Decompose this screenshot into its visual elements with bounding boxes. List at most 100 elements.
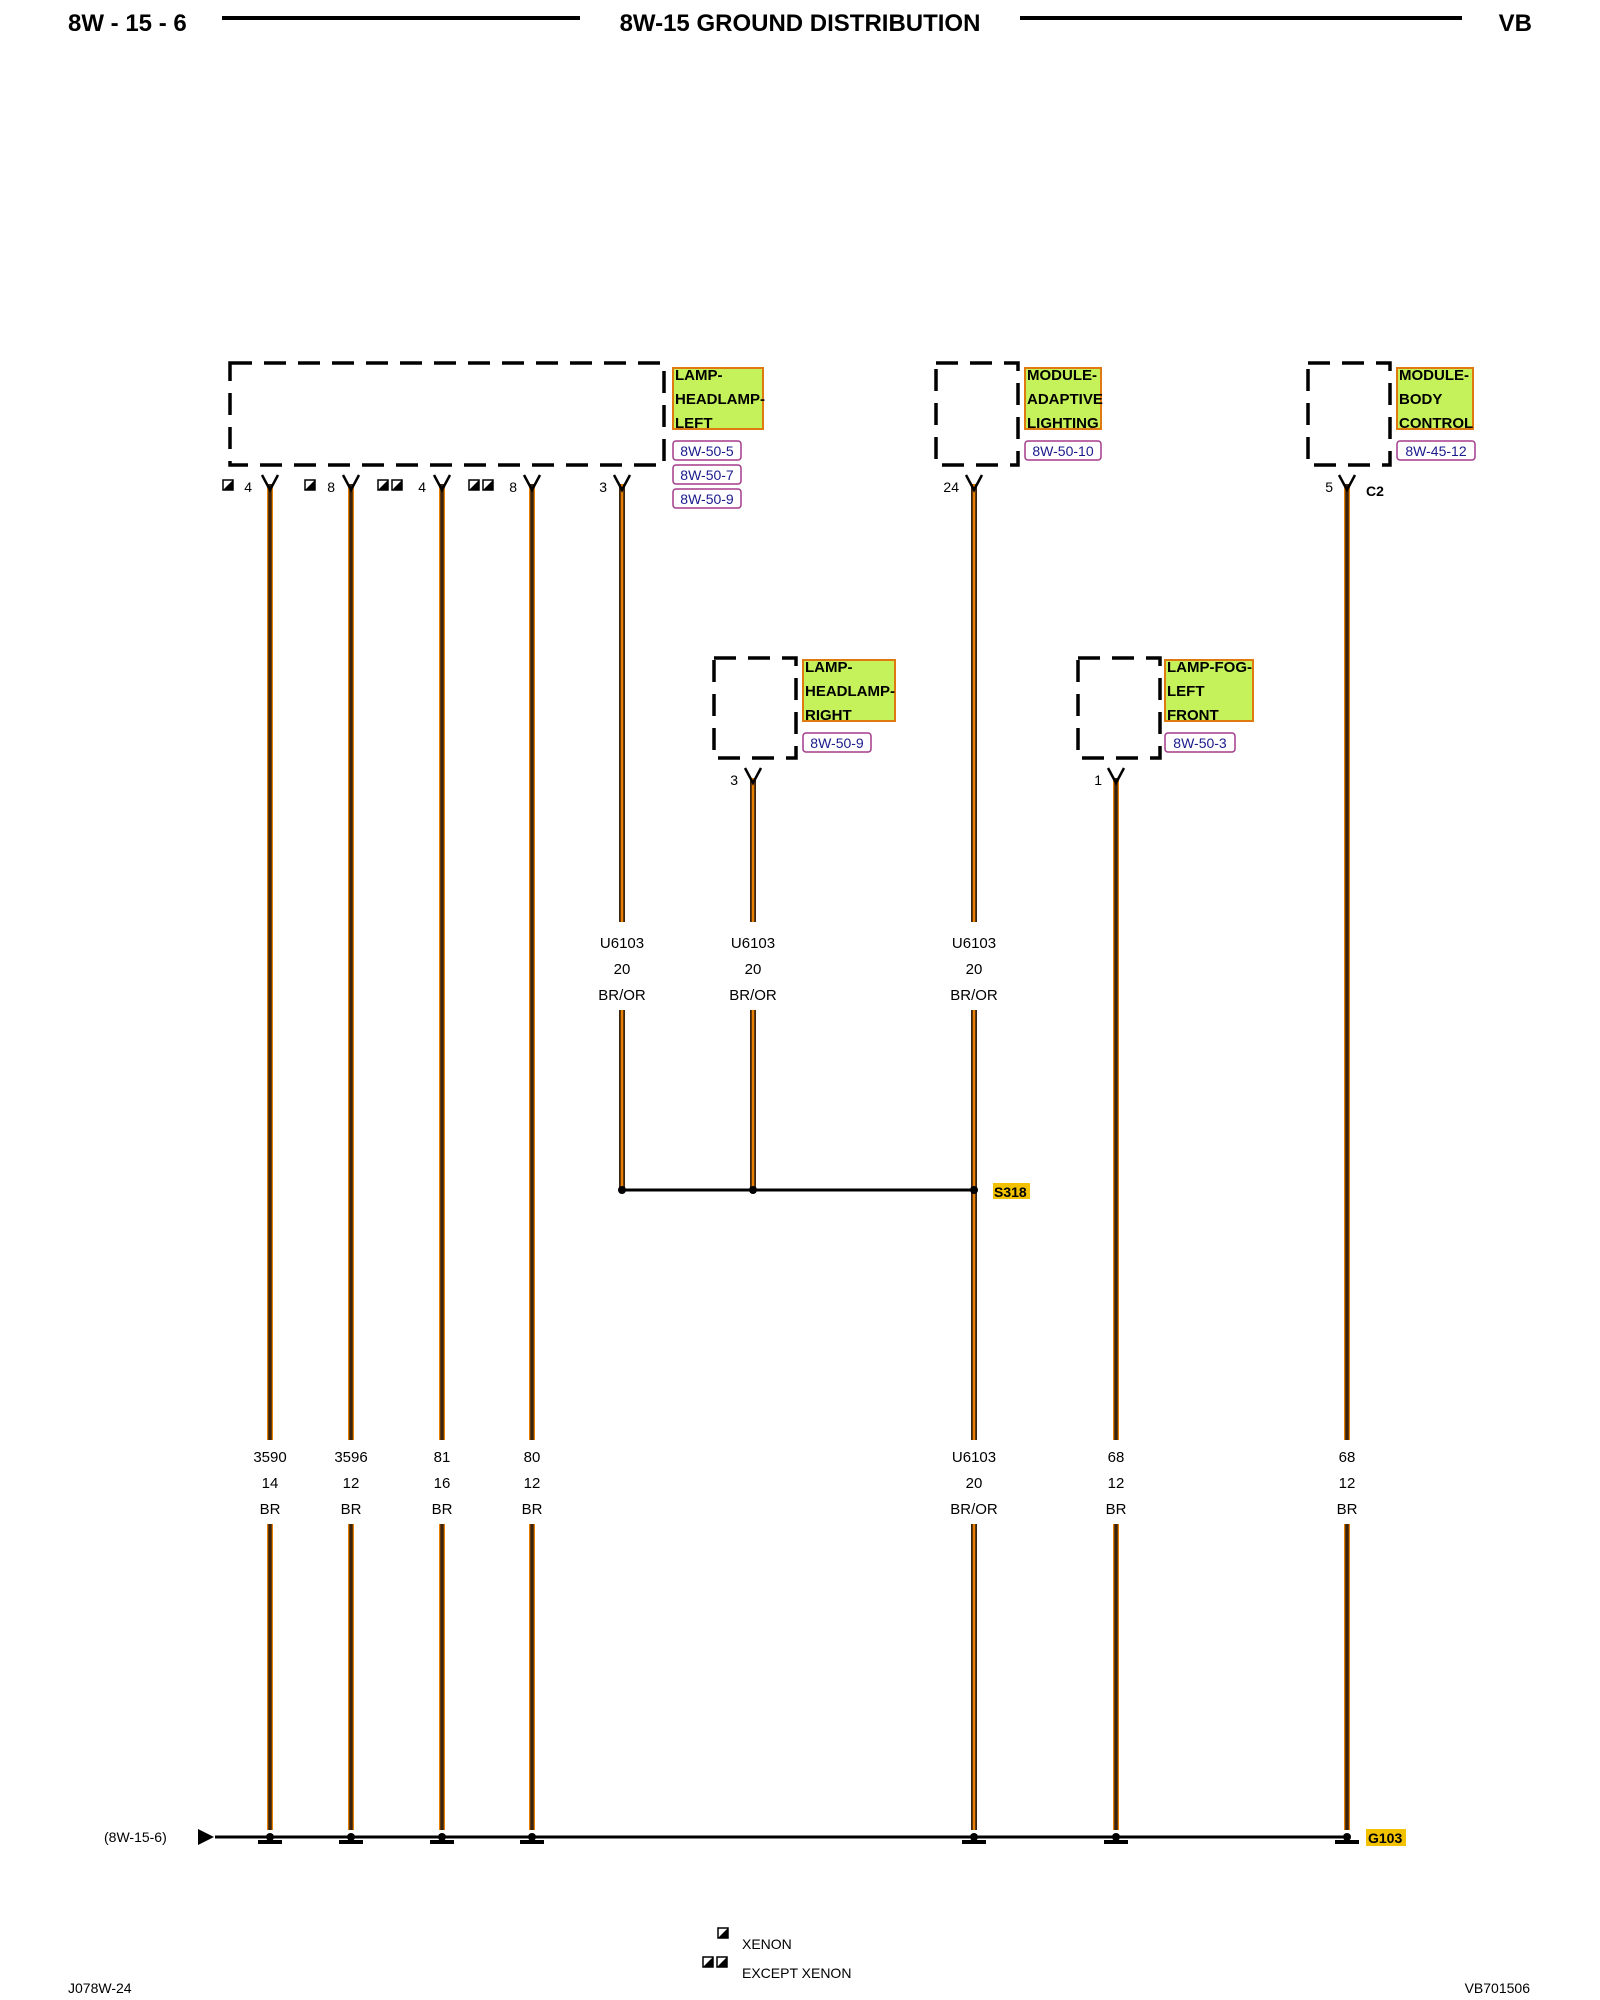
legend-except-xenon: EXCEPT XENON xyxy=(742,1965,851,1981)
svg-text:LEFT: LEFT xyxy=(675,415,713,432)
pin-number: 5 xyxy=(1325,479,1333,495)
svg-text:12: 12 xyxy=(524,1475,541,1492)
xenon-marker xyxy=(222,479,234,491)
svg-text:U6103: U6103 xyxy=(600,935,644,952)
ground-g103: G103 xyxy=(1366,1829,1406,1846)
svg-text:G103: G103 xyxy=(1368,1830,1402,1846)
ref-link: 8W-50-3 xyxy=(1173,735,1227,751)
header: 8W - 15 - 6 8W-15 GROUND DISTRIBUTION VB xyxy=(68,10,1532,37)
xenon-legend-icon xyxy=(717,1927,729,1939)
svg-text:S318: S318 xyxy=(994,1184,1027,1200)
svg-text:BR: BR xyxy=(522,1501,543,1518)
svg-text:20: 20 xyxy=(966,961,983,978)
pin-number: 1 xyxy=(1094,772,1102,788)
svg-text:RIGHT: RIGHT xyxy=(805,707,852,724)
svg-text:ADAPTIVE: ADAPTIVE xyxy=(1027,391,1103,408)
svg-text:BR/OR: BR/OR xyxy=(950,1501,998,1518)
ref-link: 8W-50-10 xyxy=(1032,443,1093,459)
svg-text:BODY: BODY xyxy=(1399,391,1442,408)
except-xenon-marker xyxy=(468,479,494,491)
ref-link: 8W-50-5 xyxy=(680,443,734,459)
ground-reference: (8W-15-6) xyxy=(104,1829,167,1845)
svg-text:BR: BR xyxy=(341,1501,362,1518)
svg-text:68: 68 xyxy=(1108,1449,1125,1466)
svg-text:81: 81 xyxy=(434,1449,451,1466)
svg-text:16: 16 xyxy=(434,1475,451,1492)
svg-text:20: 20 xyxy=(745,961,762,978)
ref-link: 8W-45-12 xyxy=(1405,443,1466,459)
legend-xenon: XENON xyxy=(742,1936,792,1952)
except-xenon-legend-icon xyxy=(702,1956,728,1968)
svg-text:BR: BR xyxy=(1337,1501,1358,1518)
footer-left: J078W-24 xyxy=(68,1980,132,1996)
svg-text:3596: 3596 xyxy=(334,1449,367,1466)
svg-text:LIGHTING: LIGHTING xyxy=(1027,415,1099,432)
svg-text:HEADLAMP-: HEADLAMP- xyxy=(805,683,895,700)
xenon-markers xyxy=(222,479,494,491)
lower-wire-labels: 3590 14 BR 3596 12 BR 81 16 BR 80 12 BR … xyxy=(253,1449,1357,1518)
ref-link: 8W-50-9 xyxy=(680,491,734,507)
svg-text:20: 20 xyxy=(966,1475,983,1492)
svg-text:HEADLAMP-: HEADLAMP- xyxy=(675,391,765,408)
page-number: 8W - 15 - 6 xyxy=(68,10,187,37)
body-control-box xyxy=(1306,361,1392,467)
svg-text:14: 14 xyxy=(262,1475,279,1492)
headlamp-right-box xyxy=(712,656,798,760)
adaptive-lighting-box xyxy=(934,361,1020,467)
component-label-headlamp-left: LAMP- HEADLAMP- LEFT 8W-50-5 8W-50-7 8W-… xyxy=(672,367,765,509)
svg-text:FRONT: FRONT xyxy=(1167,707,1219,724)
svg-text:20: 20 xyxy=(614,961,631,978)
ref-link: 8W-50-7 xyxy=(680,467,734,483)
connector-id: C2 xyxy=(1366,483,1384,499)
splice-s318: S318 xyxy=(618,1183,1030,1200)
component-label-headlamp-right: LAMP- HEADLAMP- RIGHT 8W-50-9 xyxy=(802,659,896,753)
component-label-body-control: MODULE- BODY CONTROL 8W-45-12 xyxy=(1396,367,1476,461)
svg-text:BR: BR xyxy=(432,1501,453,1518)
svg-text:MODULE-: MODULE- xyxy=(1027,367,1097,384)
svg-text:BR/OR: BR/OR xyxy=(598,987,646,1004)
svg-text:BR/OR: BR/OR xyxy=(950,987,998,1004)
pin-numbers: 4 8 4 8 3 24 5 C2 3 1 xyxy=(244,479,1384,788)
svg-text:MODULE-: MODULE- xyxy=(1399,367,1469,384)
svg-text:LAMP-: LAMP- xyxy=(675,367,723,384)
pin-number: 4 xyxy=(418,479,426,495)
svg-text:12: 12 xyxy=(343,1475,360,1492)
svg-text:BR/OR: BR/OR xyxy=(729,987,777,1004)
headlamp-left-box xyxy=(228,361,666,467)
svg-text:U6103: U6103 xyxy=(952,1449,996,1466)
svg-text:BR: BR xyxy=(260,1501,281,1518)
pin-number: 4 xyxy=(244,479,252,495)
component-label-adaptive-lighting: MODULE- ADAPTIVE LIGHTING 8W-50-10 xyxy=(1024,367,1103,461)
vehicle-code: VB xyxy=(1499,10,1532,37)
legend: XENON EXCEPT XENON xyxy=(702,1927,851,1981)
svg-text:12: 12 xyxy=(1108,1475,1125,1492)
xenon-marker xyxy=(304,479,316,491)
svg-text:U6103: U6103 xyxy=(952,935,996,952)
upper-wire-labels: U6103 20 BR/OR U6103 20 BR/OR U6103 20 B… xyxy=(598,935,998,1004)
svg-text:CONTROL: CONTROL xyxy=(1399,415,1473,432)
svg-text:LAMP-: LAMP- xyxy=(805,659,853,676)
svg-text:U6103: U6103 xyxy=(731,935,775,952)
ref-link: 8W-50-9 xyxy=(810,735,864,751)
page-title: 8W-15 GROUND DISTRIBUTION xyxy=(620,10,981,37)
svg-text:LEFT: LEFT xyxy=(1167,683,1205,700)
svg-text:12: 12 xyxy=(1339,1475,1356,1492)
pin-number: 24 xyxy=(943,479,959,495)
pin-number: 8 xyxy=(509,479,517,495)
svg-text:80: 80 xyxy=(524,1449,541,1466)
except-xenon-marker xyxy=(377,479,403,491)
component-label-fog-left-front: LAMP-FOG- LEFT FRONT 8W-50-3 xyxy=(1164,659,1254,753)
ground-nodes xyxy=(258,1833,1359,1844)
pin-number: 3 xyxy=(599,479,607,495)
connector-pins xyxy=(260,474,1357,786)
svg-text:3590: 3590 xyxy=(253,1449,286,1466)
svg-text:LAMP-FOG-: LAMP-FOG- xyxy=(1167,659,1252,676)
footer-right: VB701506 xyxy=(1465,1980,1531,1996)
svg-text:BR: BR xyxy=(1106,1501,1127,1518)
pin-number: 8 xyxy=(327,479,335,495)
svg-text:68: 68 xyxy=(1339,1449,1356,1466)
pin-number: 3 xyxy=(730,772,738,788)
fog-left-front-box xyxy=(1076,656,1162,760)
wires xyxy=(198,484,1350,1845)
